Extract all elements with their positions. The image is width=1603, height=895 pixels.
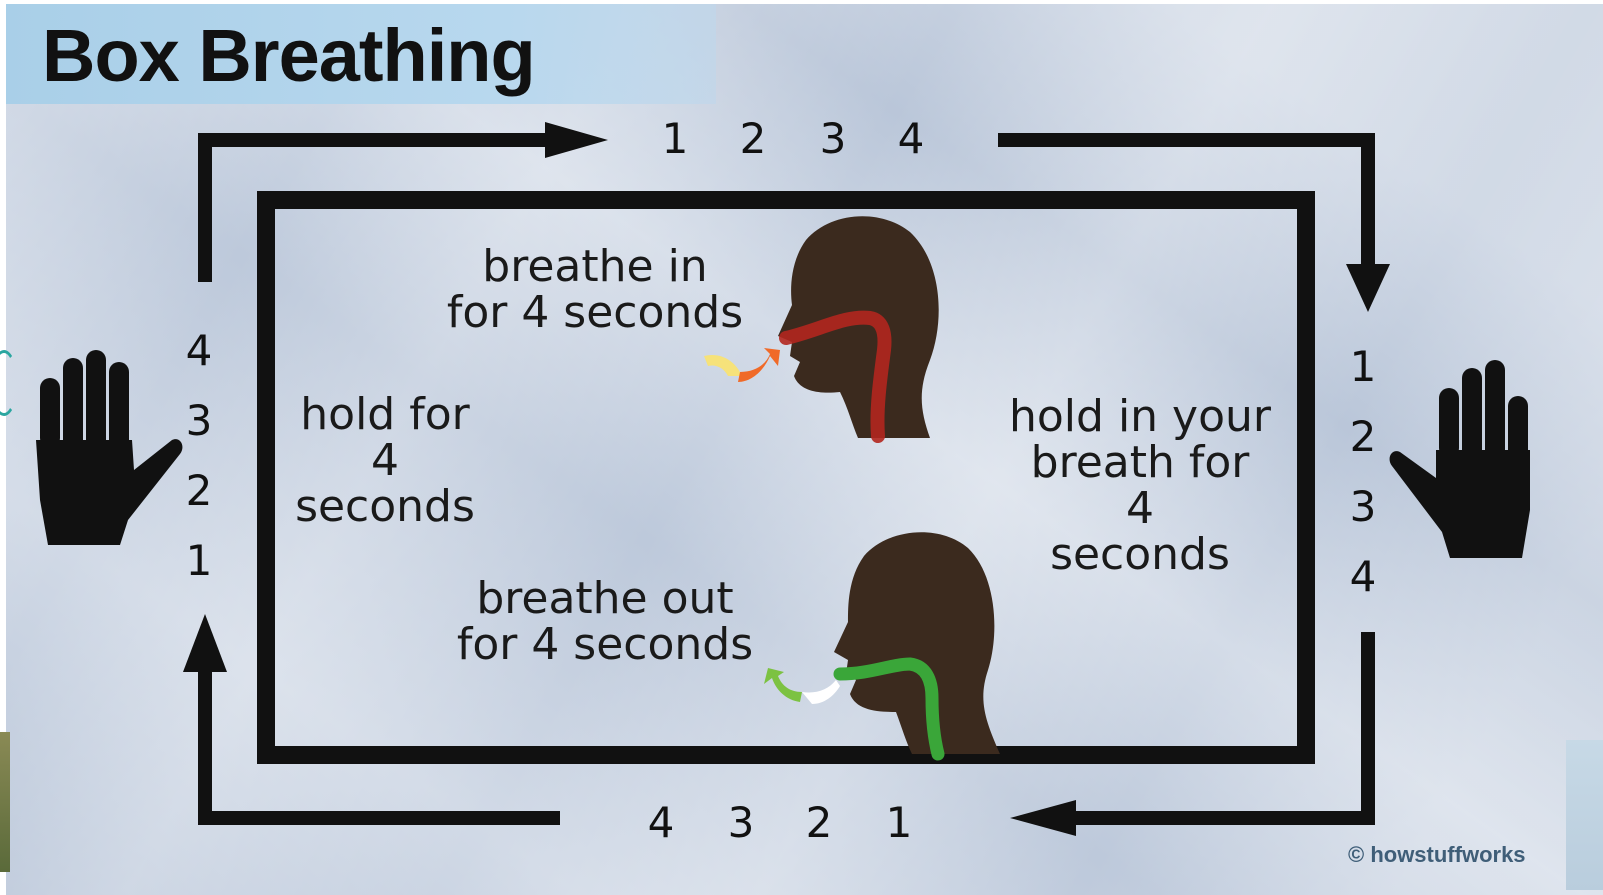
left-count-3: 3: [174, 396, 224, 445]
right-count-4: 4: [1338, 552, 1388, 601]
hold-right-line-4: seconds: [990, 532, 1290, 578]
hold-left-label: hold for 4 seconds: [280, 392, 490, 530]
hold-right-line-1: hold in your: [990, 394, 1290, 440]
breathe-out-label: breathe out for 4 seconds: [420, 576, 790, 668]
breathe-in-line-2: for 4 seconds: [420, 290, 770, 336]
bottom-right-segment: [1070, 632, 1368, 818]
bottom-count-3: 3: [716, 798, 766, 847]
bottom-count-1: 1: [874, 798, 924, 847]
hold-left-line-2: 4: [280, 438, 490, 484]
arrow-down-icon: [1346, 264, 1390, 312]
breathe-out-line-2: for 4 seconds: [420, 622, 790, 668]
arrow-right-icon: [545, 122, 608, 158]
bottom-count-2: 2: [794, 798, 844, 847]
right-count-2: 2: [1338, 412, 1388, 461]
bottom-count-4: 4: [636, 798, 686, 847]
right-count-3: 3: [1338, 482, 1388, 531]
hold-right-line-2: breath for: [990, 440, 1290, 486]
head-profile-exhale-icon: [764, 532, 1000, 754]
arrow-left-icon: [1010, 800, 1076, 836]
credit-logo: © howstuffworks: [1348, 842, 1526, 868]
right-count-1: 1: [1338, 342, 1388, 391]
hold-right-label: hold in your breath for 4 seconds: [990, 394, 1290, 578]
arrow-up-icon: [183, 614, 227, 672]
top-count-1: 1: [650, 114, 700, 163]
breathe-in-line-1: breathe in: [420, 244, 770, 290]
right-hand-icon: [1390, 360, 1530, 558]
hold-right-line-3: 4: [990, 486, 1290, 532]
breathe-out-line-1: breathe out: [420, 576, 790, 622]
hold-left-line-3: seconds: [280, 484, 490, 530]
left-count-4: 4: [174, 326, 224, 375]
left-count-2: 2: [174, 466, 224, 515]
hold-left-line-1: hold for: [280, 392, 490, 438]
left-count-1: 1: [174, 536, 224, 585]
left-hand-icon: [36, 350, 182, 545]
top-count-3: 3: [808, 114, 858, 163]
breathe-in-label: breathe in for 4 seconds: [420, 244, 770, 336]
top-count-4: 4: [886, 114, 936, 163]
top-count-2: 2: [728, 114, 778, 163]
